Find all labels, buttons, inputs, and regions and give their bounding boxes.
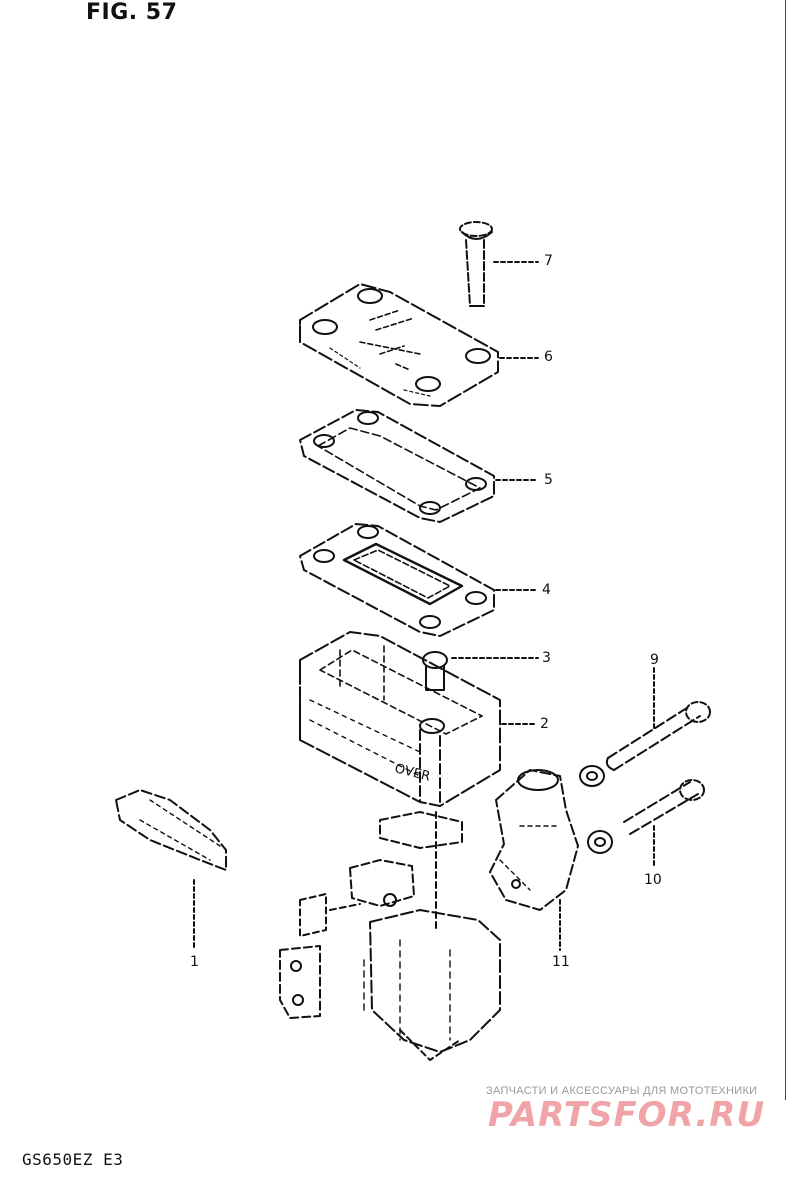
callout-3: 3 [542,650,551,666]
part-small-screw [422,651,448,691]
figure-title: FIG. 57 [86,0,178,25]
watermark-logo: PARTSFOR.RU [488,1095,766,1135]
part-diaphragm-plate [299,523,495,637]
callout-10: 10 [644,872,662,888]
part-reservoir-cap [299,283,499,407]
callout-7: 7 [544,253,553,269]
part-gasket [299,409,495,523]
model-code: GS650EZ E3 [22,1150,124,1169]
callout-2: 2 [540,716,549,732]
body-marking: OVER [393,761,432,784]
part-master-cylinder-body [299,631,501,807]
callout-9: 9 [650,652,659,668]
part-master-cylinder-assembly [115,789,501,1061]
callout-4: 4 [542,582,551,598]
callout-5: 5 [544,472,553,488]
callout-1: 1 [190,954,199,970]
watermark-subtitle: ЗАПЧАСТИ И АКСЕССУАРЫ ДЛЯ МОТОТЕХНИКИ [486,1085,758,1097]
part-clamp-bracket [489,769,579,911]
callout-6: 6 [544,349,553,365]
part-screw [459,221,493,307]
part-short-bolt [587,779,705,854]
part-long-bolt [579,701,711,787]
frame-border [785,0,786,1100]
callout-11: 11 [552,954,570,970]
